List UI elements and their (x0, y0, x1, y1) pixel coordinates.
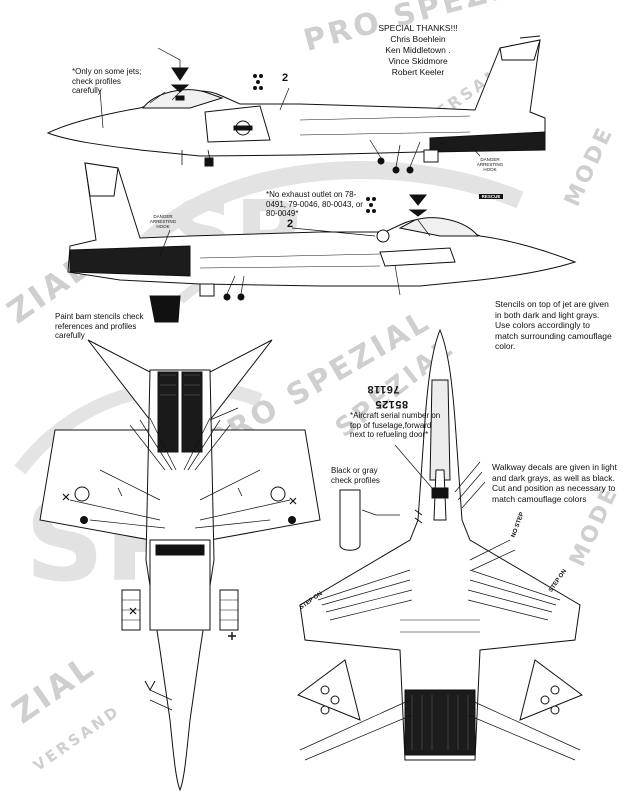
leader-lines-upper (99, 47, 481, 168)
side-profile-lower (67, 162, 577, 323)
note-black-or-gray: Black or gray check profiles (331, 466, 380, 485)
callout-number-upper: 2 (282, 72, 289, 84)
note-paint-barn-stencils: Paint barn stencils check references and… (55, 312, 144, 340)
leader-lines-lower (159, 219, 431, 296)
note-stencils-colors: Stencils on top of jet are given in both… (495, 299, 612, 351)
note-walkway-decals: Walkway decals are given in light and da… (492, 462, 617, 504)
note-aircraft-serial: *Aircraft serial number on top of fusela… (350, 411, 441, 439)
stencil-rescue: RESCUE (479, 194, 503, 199)
stencil-danger-hook-upper: DANGER ARRESTING HOOK (476, 157, 504, 172)
special-thanks-block: SPECIAL THANKS!!! Chris Boehlein Ken Mid… (366, 23, 470, 78)
callout-number-lower: 2 (287, 218, 294, 230)
thanks-name: Chris Boehlein (390, 34, 446, 44)
planform-topside (296, 328, 584, 761)
serial-number-tail: 85125 (375, 398, 409, 410)
leader-lines-underside (69, 407, 291, 711)
stencil-danger-hook-lower: DANGER ARRESTING HOOK (149, 214, 177, 229)
serial-number-main: 76118 (367, 383, 400, 395)
thanks-name: Vince Skidmore (388, 56, 448, 66)
leader-lines-topside (299, 444, 581, 761)
thanks-name: Robert Keeler (391, 67, 445, 77)
planform-underside (39, 339, 321, 792)
note-some-jets: *Only on some jets; check profiles caref… (72, 67, 142, 95)
thanks-name: Ken Middletown . (385, 45, 451, 55)
special-thanks-heading: SPECIAL THANKS!!! (378, 23, 458, 33)
side-profile-upper (46, 35, 546, 174)
note-exhaust-outlet: *No exhaust outlet on 78-0491, 79-0046, … (266, 190, 363, 218)
